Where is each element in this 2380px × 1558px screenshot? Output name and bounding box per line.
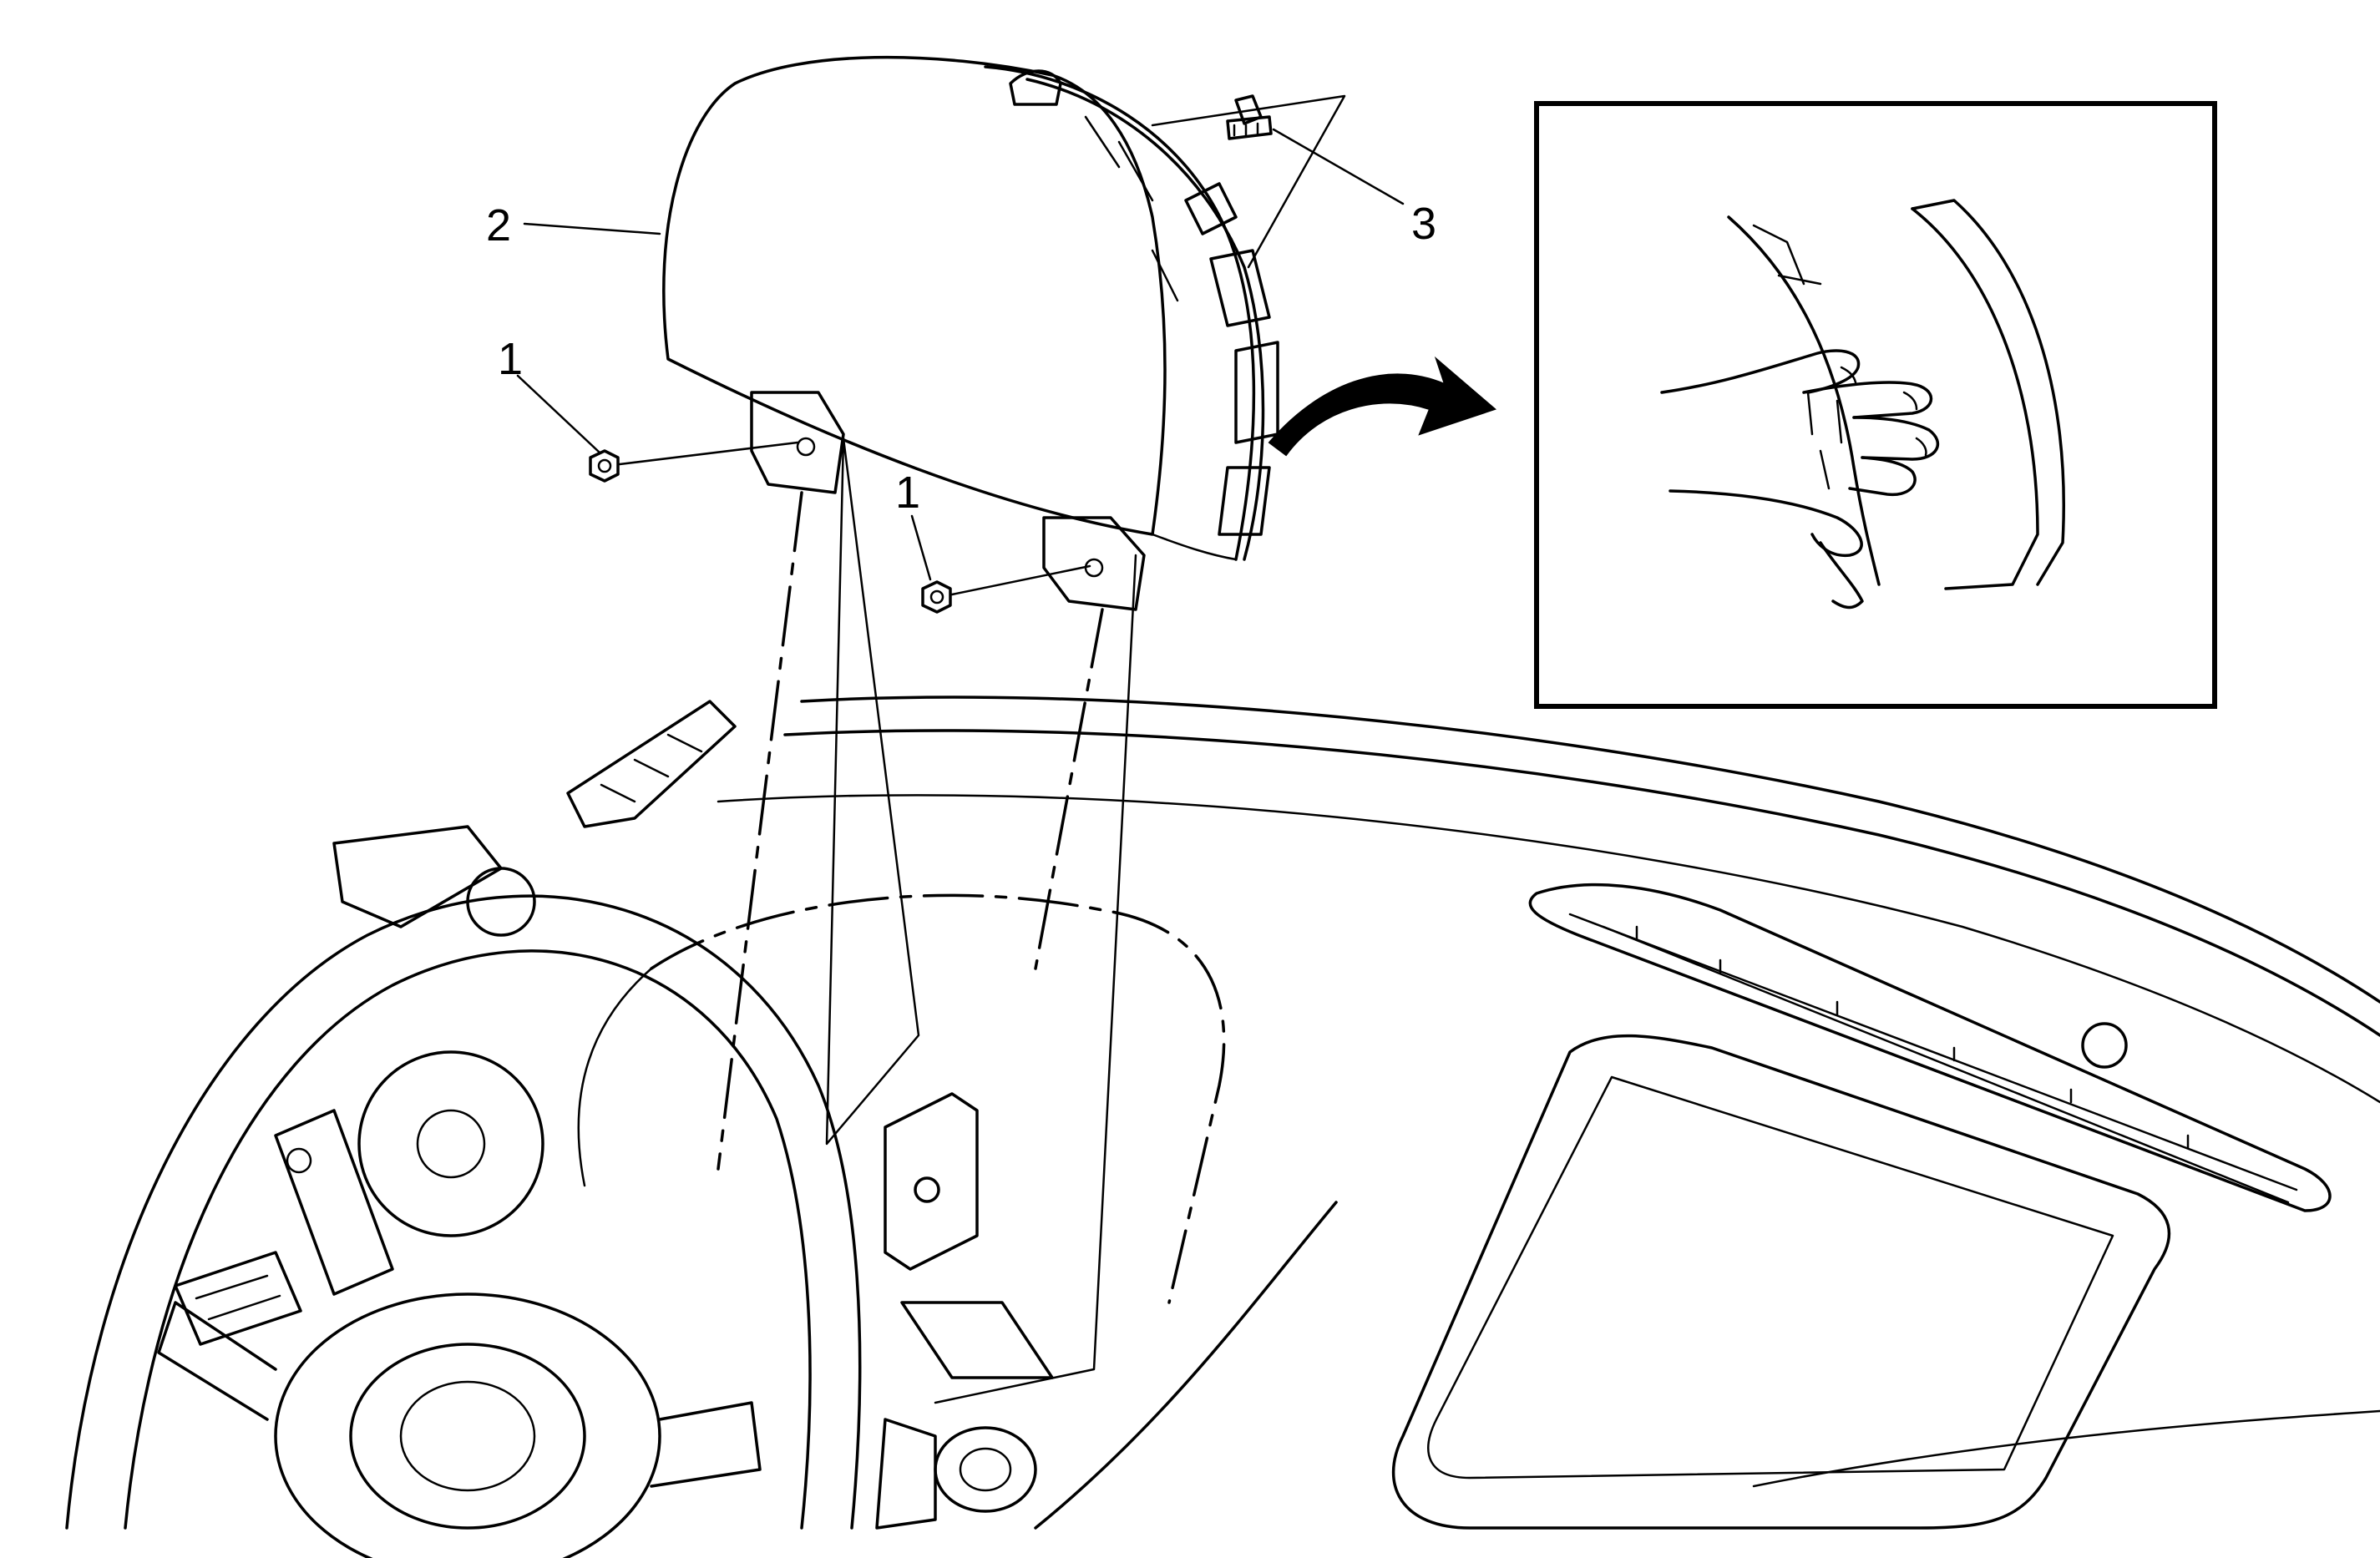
bolt-right-alignment-line <box>950 564 1091 596</box>
cluster-opening-outline <box>650 893 1226 1304</box>
steering-wheel-hub <box>274 1292 661 1558</box>
steering-column <box>875 1418 1037 1530</box>
steering-wheel-controls <box>174 1251 302 1346</box>
callout-2-leader <box>523 222 661 235</box>
cluster-mounting-ear-left <box>750 391 845 494</box>
detail-inset <box>1534 101 2217 709</box>
callout-1b: 1 <box>895 468 920 518</box>
sunload-sensor <box>2081 1022 2128 1069</box>
cluster-lens <box>662 55 1167 536</box>
defroster-vent <box>1528 883 2332 1212</box>
instrument-panel <box>332 696 2380 1530</box>
hand-illustration <box>1660 349 1861 394</box>
installation-projection-lines <box>717 437 1137 1404</box>
detail-inset-frame <box>1534 101 2217 709</box>
callout-1a: 1 <box>498 334 523 384</box>
callout-3-leader <box>1151 94 1405 269</box>
callout-3: 3 <box>1411 199 1436 249</box>
turn-signal-stalk <box>274 1109 394 1296</box>
bolt-left <box>589 449 620 483</box>
gauge-behind-wheel <box>357 1050 544 1237</box>
instrument-cluster <box>662 55 1279 611</box>
electrical-connector <box>1226 94 1273 140</box>
callout-2: 2 <box>486 200 511 250</box>
callout-1a-leader <box>516 374 601 454</box>
cluster-mounting-ear-right <box>1042 516 1146 611</box>
dash-mounting-bracket <box>884 1092 1054 1379</box>
detail-view-arrow <box>1268 356 1496 457</box>
steering-wheel <box>65 894 862 1558</box>
dash-top-panel <box>1391 1034 2171 1530</box>
callout-1b-leader <box>910 514 932 581</box>
bolt-right <box>921 580 952 614</box>
bolt-left-alignment-line <box>618 441 799 466</box>
